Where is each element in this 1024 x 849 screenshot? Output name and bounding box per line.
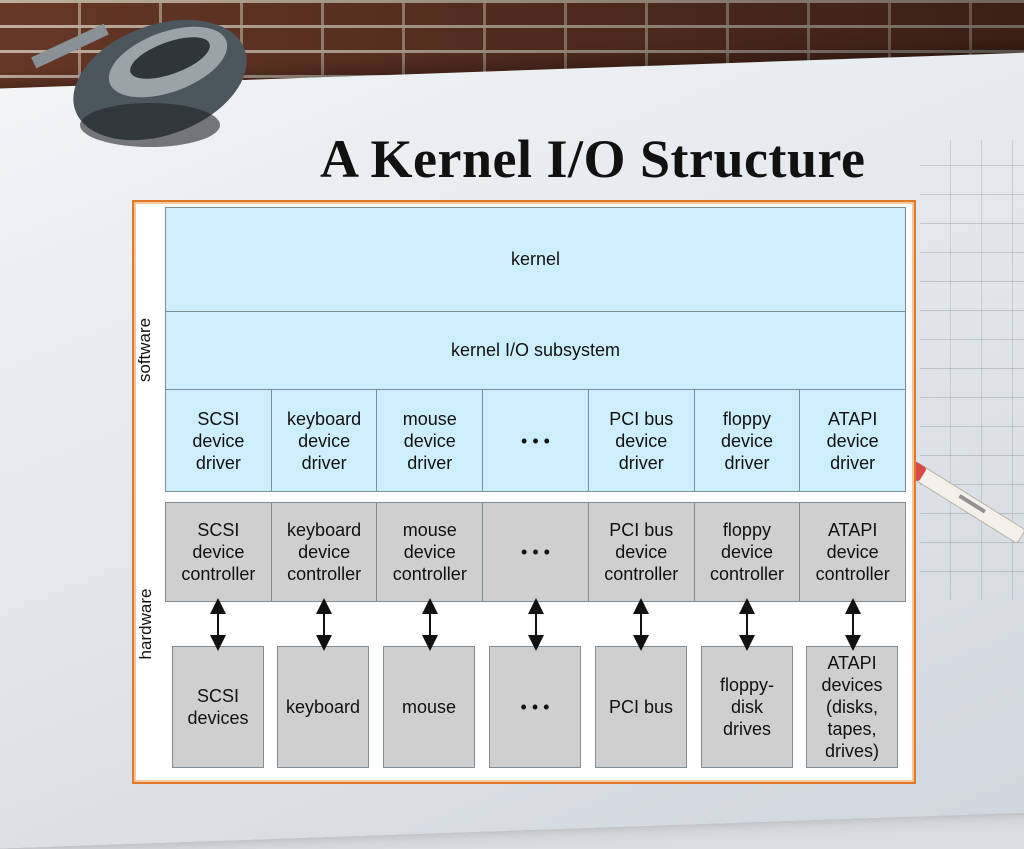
controller-pci-bus: PCI bus device controller	[588, 502, 695, 602]
controller-floppy: floppy device controller	[694, 502, 801, 602]
device-floppy-disk: floppy- disk drives	[701, 646, 793, 768]
device-atapi: ATAPI devices (disks, tapes, drives)	[806, 646, 898, 768]
kernel-io-subsystem-box: kernel I/O subsystem	[165, 312, 906, 390]
desk-lamp-icon	[31, 19, 247, 147]
device-row: SCSI devices keyboard mouse • • • PCI bu…	[165, 646, 906, 768]
device-pci-bus: PCI bus	[595, 646, 687, 768]
hardware-label: hardware	[136, 588, 155, 660]
controller-scsi: SCSI device controller	[165, 502, 272, 602]
device-mouse: mouse	[383, 646, 475, 768]
driver-ellipsis: • • •	[483, 390, 589, 492]
device-scsi: SCSI devices	[172, 646, 264, 768]
device-controller-row: SCSI device controller keyboard device c…	[165, 502, 907, 602]
device-keyboard: keyboard	[277, 646, 369, 768]
controller-ellipsis: • • •	[483, 502, 589, 602]
device-ellipsis: • • •	[489, 646, 581, 768]
driver-scsi: SCSI device driver	[165, 390, 272, 492]
kernel-box: kernel	[165, 207, 906, 312]
driver-mouse: mouse device driver	[377, 390, 484, 492]
driver-keyboard: keyboard device driver	[271, 390, 378, 492]
driver-atapi: ATAPI device driver	[800, 390, 907, 492]
device-driver-row: SCSI device driver keyboard device drive…	[165, 390, 907, 492]
pencil-icon	[907, 461, 1024, 543]
driver-floppy: floppy device driver	[694, 390, 801, 492]
controller-mouse: mouse device controller	[377, 502, 484, 602]
controller-keyboard: keyboard device controller	[271, 502, 378, 602]
controller-atapi: ATAPI device controller	[800, 502, 907, 602]
driver-pci-bus: PCI bus device driver	[588, 390, 695, 492]
software-label: software	[135, 317, 154, 383]
page-title: A Kernel I/O Structure	[320, 129, 866, 189]
